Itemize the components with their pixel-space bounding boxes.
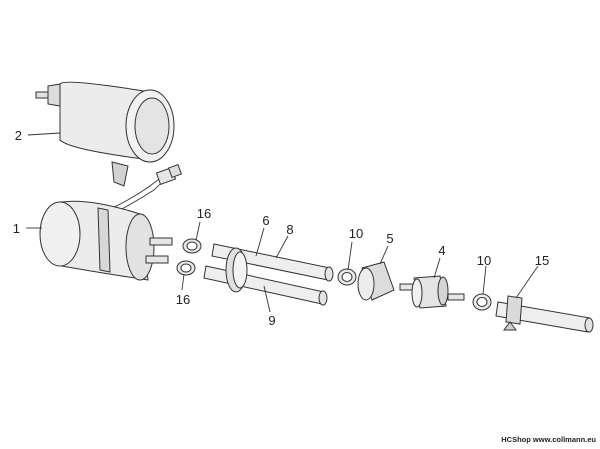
leader-line-16-upper [195, 221, 201, 241]
hose-clamp-part-10-middle [337, 268, 357, 286]
fuel-filter-part-4 [399, 275, 465, 309]
connector-wire [107, 163, 183, 215]
callout-1: 1 [13, 221, 20, 236]
leader-line-8 [275, 235, 289, 259]
callout-15: 15 [535, 253, 549, 268]
callout-5: 5 [386, 231, 393, 246]
leader-line-9 [263, 285, 271, 313]
grommet-part-6 [225, 247, 248, 293]
callout-10-right: 10 [477, 253, 491, 268]
callout-8: 8 [286, 222, 293, 237]
leader-line-10-middle [347, 241, 353, 271]
leader-line-5 [379, 245, 389, 265]
leader-line-16-lower [181, 273, 185, 291]
callout-labels: 2 1 16 16 6 8 9 10 5 4 10 15 [13, 128, 549, 328]
leader-line-4 [433, 257, 441, 279]
hose-clamp-part-16-upper [182, 238, 202, 254]
hose-clamp-part-10-right [472, 293, 492, 311]
callout-16-lower: 16 [176, 292, 190, 307]
callout-4: 4 [438, 243, 445, 258]
callout-10-middle: 10 [349, 226, 363, 241]
leader-line-10-right [482, 265, 487, 295]
leader-line-15 [515, 265, 539, 299]
pump-cover-part-2 [35, 81, 175, 187]
outlet-hose-part-15 [495, 295, 594, 333]
callout-6: 6 [262, 213, 269, 228]
hose-clamp-part-16-lower [176, 260, 196, 276]
filter-cap-part-5 [357, 261, 395, 301]
leader-line-6 [255, 227, 265, 257]
leader-line-2 [27, 132, 61, 136]
credit-text: HCShop www.collmann.eu [501, 435, 596, 444]
fuel-pump-part-1 [39, 200, 173, 281]
callout-2: 2 [15, 128, 22, 143]
callout-16-upper: 16 [197, 206, 211, 221]
callout-9: 9 [268, 313, 275, 328]
leader-lines [26, 132, 539, 313]
